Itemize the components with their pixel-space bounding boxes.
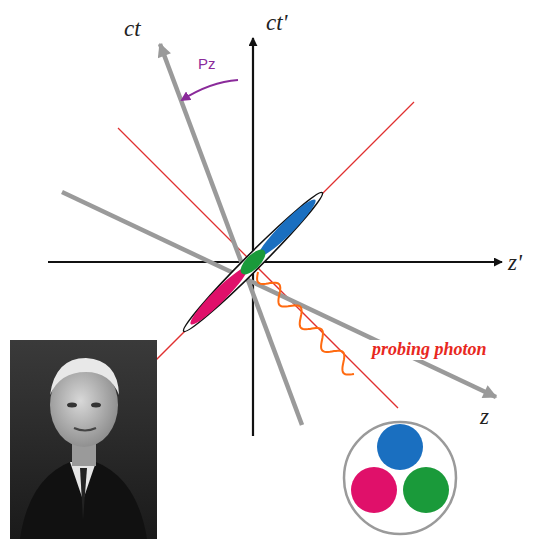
contracted-hadron [178, 187, 328, 337]
axis-label: z [480, 404, 489, 429]
axis-label: z' [508, 250, 522, 275]
light-cone-line [118, 128, 398, 408]
axis-label: ct [124, 16, 141, 41]
boost-arrow [182, 80, 238, 100]
axis-label: ct' [266, 10, 288, 35]
hadron-inset [344, 422, 456, 534]
photon-label: probing photon [370, 340, 489, 360]
z-prime-axis [48, 261, 502, 263]
photon-wave [257, 272, 354, 375]
portrait-photo [10, 340, 157, 539]
ct-prime-axis [252, 38, 254, 436]
momentum-label: Pz [198, 56, 216, 73]
